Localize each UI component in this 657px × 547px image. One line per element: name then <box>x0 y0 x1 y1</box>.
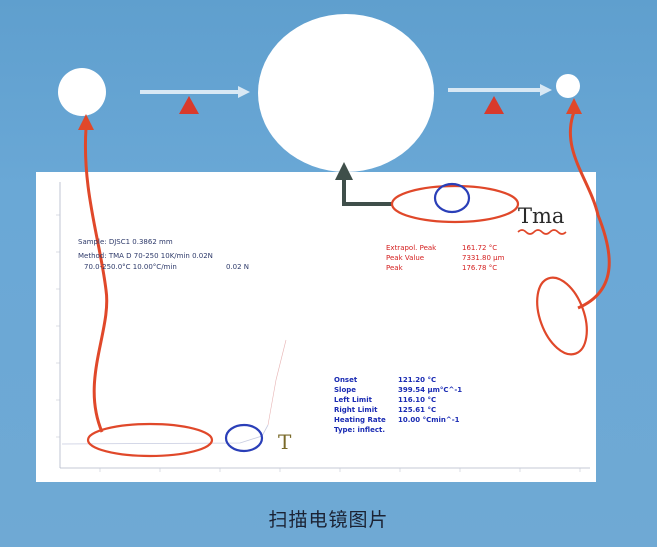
tma-label: Tma <box>518 204 565 228</box>
blue-circle-onset <box>224 423 264 453</box>
process-arrow-right <box>448 84 552 96</box>
peak-value-extrapol: 161.72 °C <box>462 244 498 252</box>
sem-image-small-right <box>556 74 580 98</box>
red-ellipse-baseline <box>86 422 214 458</box>
peak-label-value: Peak Value <box>386 254 425 262</box>
peak-value-value: 7331.80 µm <box>462 254 505 262</box>
sample-line-4: 0.02 N <box>226 263 250 271</box>
red-arrowhead-left <box>78 114 94 130</box>
red-ellipse-right <box>536 276 588 356</box>
plot-y-ticks <box>56 214 60 438</box>
onset-label-slope: Slope <box>334 386 357 394</box>
onset-label-heating-rate: Heating Rate <box>334 416 386 424</box>
sample-line-1: Sample: DJSC1 0.3862 mm <box>78 238 173 246</box>
peak-label-extrapol: Extrapol. Peak <box>386 244 437 252</box>
peak-value-peak: 176.78 °C <box>462 264 498 272</box>
dark-arrow <box>342 178 392 206</box>
tma-plot-panel <box>36 172 596 482</box>
blue-circle-peak <box>433 182 471 214</box>
red-curve-right <box>568 111 611 310</box>
sem-image-small-left <box>58 68 106 116</box>
tma-curve-baseline <box>61 424 269 445</box>
tma-wavy-underline <box>517 229 567 235</box>
onset-label-left-limit: Left Limit <box>334 396 372 404</box>
onset-label-onset: Onset <box>334 376 358 384</box>
onset-value-left-limit: 116.10 °C <box>398 396 437 404</box>
red-ellipse-peak <box>390 184 520 224</box>
sample-line-3: 70.0-250.0°C 10.00°C/min <box>84 263 177 271</box>
process-arrow-left <box>140 86 250 98</box>
t-label: T <box>278 430 292 454</box>
red-arrowhead-right <box>566 98 582 114</box>
sem-image-large-center <box>258 14 434 172</box>
tma-curve-rise <box>267 339 287 426</box>
onset-value-slope: 399.54 µm°C^-1 <box>398 386 463 394</box>
dark-arrowhead <box>335 162 353 180</box>
red-curve-left <box>83 127 109 433</box>
onset-label-type: Type: inflect. <box>334 426 385 434</box>
heating-triangle-right <box>484 96 504 114</box>
sample-line-2: Method: TMA D 70-250 10K/min 0.02N <box>78 252 213 260</box>
onset-label-right-limit: Right Limit <box>334 406 378 414</box>
onset-value-onset: 121.20 °C <box>398 376 437 384</box>
figure-caption: 扫描电镜图片 <box>268 509 389 531</box>
onset-value-right-limit: 125.61 °C <box>398 406 437 414</box>
plot-x-ticks <box>99 468 581 472</box>
peak-label-peak: Peak <box>386 264 403 272</box>
onset-value-heating-rate: 10.00 °Cmin^-1 <box>398 416 460 424</box>
heating-triangle-left <box>179 96 199 114</box>
